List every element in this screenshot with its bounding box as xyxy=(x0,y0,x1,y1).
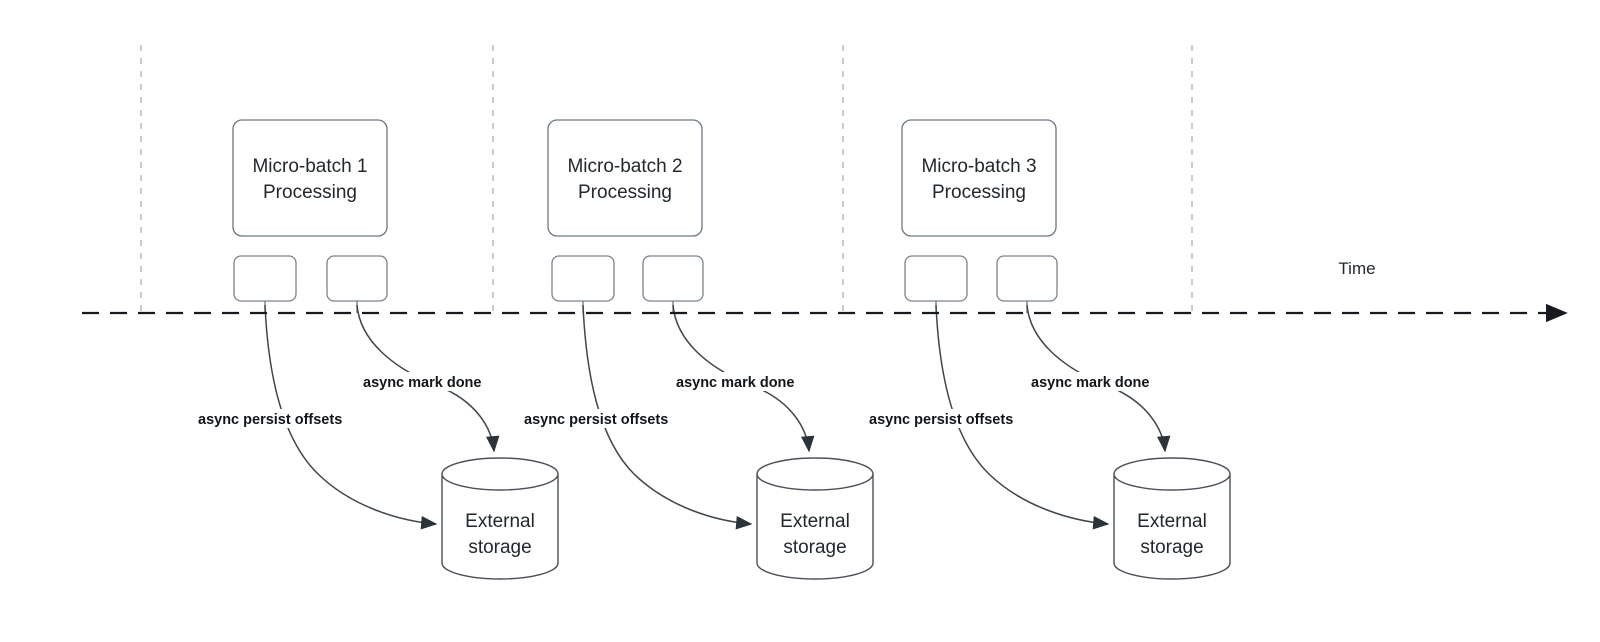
external-storage-1-label-line2: storage xyxy=(468,537,531,558)
label-backdrop-mark-done-1 xyxy=(360,372,500,391)
external-storage-2-label-line1: External xyxy=(780,511,850,532)
external-storage-3-label-line2: storage xyxy=(1140,537,1203,558)
external-storage-1-label-line1: External xyxy=(465,511,535,532)
micro-batch-2-task-markdone-box[interactable] xyxy=(642,255,704,302)
external-storage-2-label-line2: storage xyxy=(783,537,846,558)
label-async-persist-offsets-2: async persist offsets xyxy=(524,412,668,428)
micro-batch-2-label-line1: Micro-batch 2 xyxy=(567,156,682,177)
batch-group-1: Micro-batch 1 Processing async mark done… xyxy=(195,119,559,580)
arrow-async-persist-offsets-1 xyxy=(264,304,438,530)
micro-batch-2-task-persist-box[interactable] xyxy=(551,255,615,302)
arrow-async-persist-offsets-2 xyxy=(582,304,753,530)
micro-batch-1-process-box[interactable] xyxy=(232,119,388,237)
micro-batch-3-task-markdone-box[interactable] xyxy=(996,255,1058,302)
micro-batch-1-label-line2: Processing xyxy=(263,182,357,203)
external-storage-3-label-line1: External xyxy=(1137,511,1207,532)
label-backdrop-mark-done-3 xyxy=(1028,372,1170,391)
micro-batch-3-label-line2: Processing xyxy=(932,182,1026,203)
micro-batch-3-task-persist-box[interactable] xyxy=(904,255,968,302)
batch-separators xyxy=(140,45,1193,313)
batch-group-3: Micro-batch 3 Processing async mark done… xyxy=(866,119,1231,580)
micro-batch-3-process-box[interactable] xyxy=(901,119,1057,237)
time-axis: Time xyxy=(82,259,1568,323)
label-async-mark-done-2: async mark done xyxy=(676,375,794,391)
label-backdrop-mark-done-2 xyxy=(673,372,815,391)
micro-batch-2-label-line2: Processing xyxy=(578,182,672,203)
external-storage-cylinder-3[interactable] xyxy=(1113,457,1231,580)
micro-batch-1-task-markdone-box[interactable] xyxy=(326,255,388,302)
label-backdrop-persist-1 xyxy=(195,409,373,428)
label-backdrop-persist-2 xyxy=(521,409,699,428)
micro-batch-2-process-box[interactable] xyxy=(547,119,703,237)
label-async-mark-done-3: async mark done xyxy=(1031,375,1149,391)
label-async-persist-offsets-3: async persist offsets xyxy=(869,412,1013,428)
label-backdrop-persist-3 xyxy=(866,409,1044,428)
time-axis-label: Time xyxy=(1338,259,1375,278)
micro-batch-1-task-persist-box[interactable] xyxy=(233,255,297,302)
label-async-persist-offsets-1: async persist offsets xyxy=(198,412,342,428)
micro-batch-1-label-line1: Micro-batch 1 xyxy=(252,156,367,177)
external-storage-cylinder-2[interactable] xyxy=(756,457,874,580)
batch-group-2: Micro-batch 2 Processing async mark done… xyxy=(521,119,874,580)
arrow-async-persist-offsets-3 xyxy=(935,304,1110,530)
external-storage-cylinder-1[interactable] xyxy=(441,457,559,580)
micro-batch-3-label-line1: Micro-batch 3 xyxy=(921,156,1036,177)
label-async-mark-done-1: async mark done xyxy=(363,375,481,391)
